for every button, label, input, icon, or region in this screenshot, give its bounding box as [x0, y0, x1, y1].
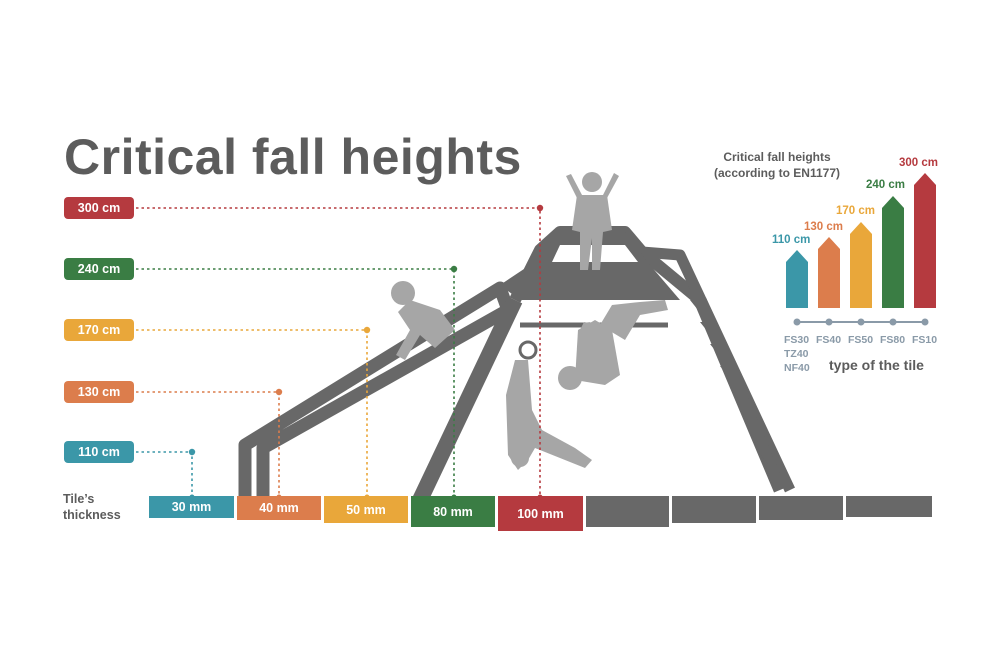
- legend-title-line2: (according to EN1177): [713, 166, 841, 180]
- legend-arrow-bar: [786, 250, 808, 308]
- legend-bars: [786, 173, 936, 308]
- height-label-110: 110 cm: [64, 441, 134, 463]
- legend-x-label: type of the tile: [829, 357, 924, 373]
- legend-type-300: FS10: [912, 333, 937, 347]
- type-fs80: FS80: [880, 334, 906, 346]
- legend-value-130: 130 cm: [804, 221, 844, 233]
- legend-type-240: FS80: [880, 333, 905, 347]
- ground-tiles: [586, 496, 932, 527]
- tile-thickness-label: Tile’s thickness: [63, 491, 143, 523]
- gym-ring: [518, 340, 538, 360]
- type-fs40: FS40: [816, 334, 842, 346]
- legend-value-240: 240 cm: [866, 179, 906, 191]
- legend-value-170: 170 cm: [836, 205, 876, 217]
- legend-value-110: 110 cm: [772, 234, 811, 246]
- type-fs10: FS10: [912, 334, 938, 346]
- legend-type-110: FS30 TZ40 NF40: [784, 333, 810, 375]
- legend-arrow-bar: [818, 237, 840, 308]
- height-label-130: 130 cm: [64, 381, 134, 403]
- type-fs30: FS30: [784, 334, 810, 346]
- tile-thickness-label-line2: thickness: [63, 508, 121, 522]
- legend-title-line1: Critical fall heights: [723, 150, 831, 164]
- tile-40mm: 40 mm: [237, 496, 321, 520]
- guide-lines: [136, 207, 541, 497]
- legend-type-130: FS40: [816, 333, 841, 347]
- height-label-170: 170 cm: [64, 319, 134, 341]
- height-label-300: 300 cm: [64, 197, 134, 219]
- legend-arrow-bar: [850, 222, 872, 308]
- legend-value-300: 300 cm: [899, 157, 939, 169]
- legend-arrow-bar: [882, 196, 904, 308]
- page-title: Critical fall heights: [64, 129, 522, 185]
- tile-100mm: 100 mm: [498, 496, 583, 531]
- type-nf40: NF40: [784, 362, 810, 374]
- legend-axis: [793, 318, 929, 326]
- type-fs50: FS50: [848, 334, 874, 346]
- type-tz40: TZ40: [784, 348, 809, 360]
- legend-arrow-bar: [914, 173, 936, 308]
- children-silhouettes: [391, 172, 668, 470]
- legend-title: Critical fall heights (according to EN11…: [692, 149, 862, 181]
- height-label-240: 240 cm: [64, 258, 134, 280]
- tile-50mm: 50 mm: [324, 496, 408, 523]
- tile-80mm: 80 mm: [411, 496, 495, 527]
- tile-30mm: 30 mm: [149, 496, 234, 518]
- tile-thickness-label-line1: Tile’s: [63, 492, 95, 506]
- ladder-steps: [690, 300, 774, 464]
- legend-type-170: FS50: [848, 333, 873, 347]
